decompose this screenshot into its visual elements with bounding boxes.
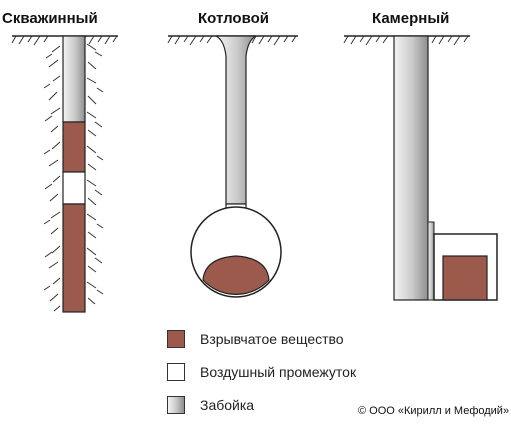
legend-explosive-swatch xyxy=(167,330,185,348)
borehole-charge-figure xyxy=(11,35,118,313)
borehole-explosive-upper xyxy=(62,121,86,173)
borehole-explosive-lower xyxy=(62,203,86,313)
borehole-stemming-top xyxy=(62,35,86,123)
pot-charge-figure xyxy=(167,35,298,298)
chamber-shaft-stemming xyxy=(393,35,429,301)
borehole-air-gap xyxy=(62,171,86,205)
copyright-notice: © ООО «Кирилл и Мефодий» xyxy=(358,405,510,417)
legend-explosive-label: Взрывчатое вещество xyxy=(200,331,344,347)
ground-hatching xyxy=(343,35,469,46)
legend-stemming-label: Забойка xyxy=(200,397,255,413)
legend-air-gap-label: Воздушный промежуток xyxy=(200,364,357,380)
chamber-title: Камерный xyxy=(372,10,450,27)
chamber-stemming-plug xyxy=(427,221,435,301)
legend-air-gap-swatch xyxy=(167,363,185,381)
borehole-title: Скважинный xyxy=(2,10,98,27)
ground-hatching xyxy=(11,35,118,312)
chamber-explosive xyxy=(442,255,488,301)
chamber-charge-figure xyxy=(343,35,498,301)
pot-explosive xyxy=(202,255,270,296)
pot-title: Котловой xyxy=(198,10,269,27)
ground-hatching xyxy=(167,35,297,46)
legend-stemming-swatch xyxy=(167,396,185,414)
pot-stemming-shaft xyxy=(215,35,257,205)
